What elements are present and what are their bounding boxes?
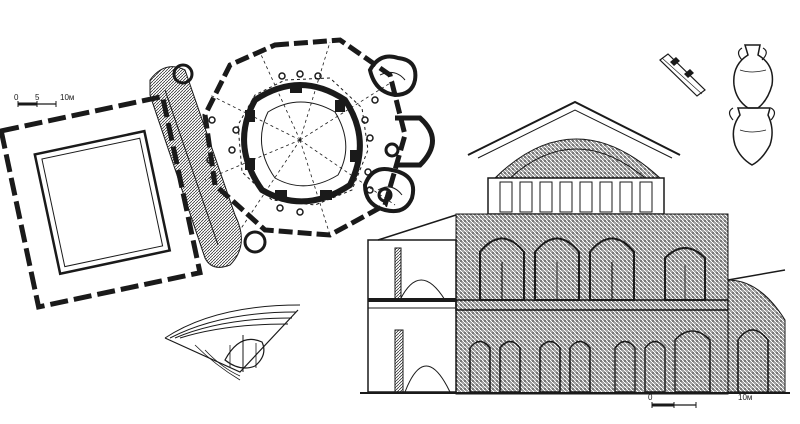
section-scale-end: 10м xyxy=(738,393,752,402)
gable-roof xyxy=(467,100,681,156)
piers xyxy=(245,83,360,200)
upper-arcade xyxy=(479,237,706,301)
vault-detail xyxy=(164,304,301,381)
plan-scale-start: 0 xyxy=(14,93,19,102)
amphorae xyxy=(728,44,776,166)
lower-arcade xyxy=(469,330,711,393)
floor-plan xyxy=(0,37,435,310)
plan-scale-mid: 5 xyxy=(35,93,40,102)
chapel-south xyxy=(362,167,415,214)
upper-register xyxy=(487,177,665,215)
main-wall xyxy=(455,213,729,395)
narthex xyxy=(149,66,242,268)
dome-mosaic xyxy=(493,138,662,179)
plan-scale-end: 10м xyxy=(60,93,74,102)
church-section xyxy=(360,100,790,395)
chapel-north xyxy=(367,54,418,98)
mosaic-figures xyxy=(499,181,653,213)
section-scale-bar: 0 10м xyxy=(648,393,752,408)
plan-scale-bar: 0 5 10м xyxy=(14,93,74,107)
column-detail xyxy=(659,53,706,97)
radial-guides xyxy=(204,41,396,236)
chancel xyxy=(395,115,435,168)
right-aisle xyxy=(727,269,786,393)
left-aisle xyxy=(367,214,457,393)
section-scale-start: 0 xyxy=(648,393,653,402)
